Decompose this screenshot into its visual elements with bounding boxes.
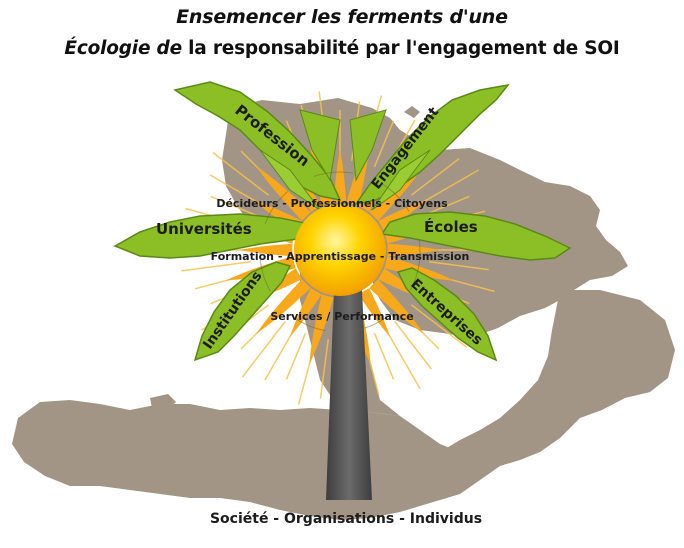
sun-petal xyxy=(369,279,424,334)
title-line-2-italic: Écologie de xyxy=(64,38,182,59)
sun-ray xyxy=(410,158,460,196)
sun-ray xyxy=(373,332,395,380)
title-line-2-rest: la responsabilité par l'engagement de SO… xyxy=(181,38,620,59)
sun-ray xyxy=(319,339,329,399)
sun-ray xyxy=(181,261,251,272)
sun-petal xyxy=(384,256,454,281)
title-line-1: Ensemencer les ferments d'une xyxy=(176,6,508,28)
sun-ray xyxy=(373,120,395,168)
sun-ray xyxy=(242,320,286,378)
sun-petal xyxy=(256,166,311,221)
sun-ray xyxy=(417,169,479,206)
leaf-engagement xyxy=(354,83,510,206)
sun-ray xyxy=(410,304,468,348)
sun-petal xyxy=(387,243,440,257)
sun-petal xyxy=(309,294,334,364)
sun-ray xyxy=(285,332,307,380)
sun-ray xyxy=(212,152,270,196)
leaf-label-ecoles: Écoles xyxy=(424,217,478,236)
leaf-entreprises xyxy=(396,267,498,362)
leaf-label-universites: Universités xyxy=(156,220,252,238)
palm-leaves xyxy=(113,81,572,362)
sun-ray xyxy=(394,320,432,370)
sun-petal xyxy=(358,288,390,337)
sun xyxy=(294,204,386,296)
palm-trunk xyxy=(326,290,372,500)
sun-petal xyxy=(240,243,293,257)
base-label: Société - Organisations - Individus xyxy=(210,511,482,527)
sun-ray xyxy=(384,327,421,389)
sun-label-bottom: Services / Performance xyxy=(270,310,413,323)
leaf-profession xyxy=(173,81,342,202)
sun-petal xyxy=(256,279,311,334)
title-line-2: Écologie de la responsabilité par l'enga… xyxy=(0,38,684,59)
sun-ray xyxy=(210,195,258,217)
sun-ray xyxy=(429,261,489,271)
sun-orbit xyxy=(259,171,421,333)
leaf-institutions xyxy=(193,261,292,362)
sun-petal xyxy=(290,288,322,337)
sun-label-middle: Formation - Apprentissage - Transmission xyxy=(211,250,470,263)
sun-petal xyxy=(333,150,347,203)
sun-label-top: Décideurs - Professionnels - Citoyens xyxy=(216,197,448,210)
